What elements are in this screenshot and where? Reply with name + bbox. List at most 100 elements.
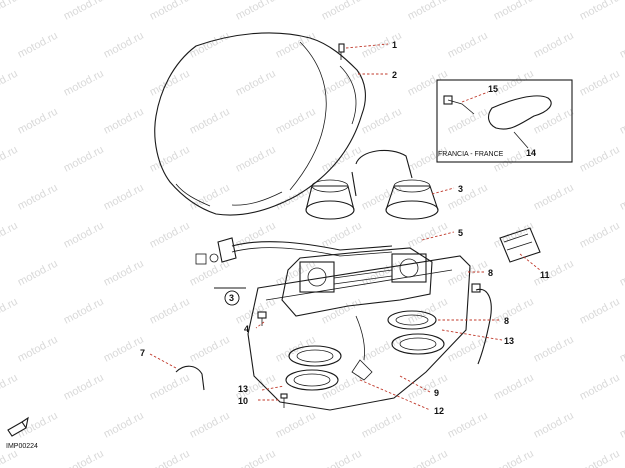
watermark-text: motod.ru — [148, 220, 192, 251]
callout-13-right: 13 — [504, 336, 514, 346]
callout-7: 7 — [140, 348, 145, 358]
watermark-text: motod.ru — [578, 448, 622, 468]
watermark-text: motod.ru — [320, 144, 364, 175]
callout-1: 1 — [392, 40, 397, 50]
watermark-text: motod.ru — [618, 334, 625, 365]
watermark-text: motod.ru — [148, 0, 192, 23]
watermark-text: motod.ru — [618, 258, 625, 289]
intake-bellows — [305, 149, 439, 220]
callout-4: 4 — [244, 324, 249, 334]
watermark-text: motod.ru — [234, 68, 278, 99]
watermark-text: motod.ru — [0, 68, 20, 99]
watermark-text: motod.ru — [320, 296, 364, 327]
watermark-text: motod.ru — [234, 144, 278, 175]
callout-8-bottom: 8 — [504, 316, 509, 326]
watermark-text: motod.ru — [188, 258, 232, 289]
callout-3-circle — [224, 290, 240, 306]
inset-label: FRANCIA - FRANCE — [438, 151, 504, 158]
watermark-text: motod.ru — [406, 144, 450, 175]
callout-11: 11 — [540, 270, 550, 280]
watermark-text: motod.ru — [62, 144, 106, 175]
inset-france — [436, 79, 573, 163]
watermark-text: motod.ru — [16, 30, 60, 61]
watermark-text: motod.ru — [148, 448, 192, 468]
watermark-text: motod.ru — [62, 372, 106, 403]
callout-3-circled: 3 — [229, 293, 234, 303]
watermark-text: motod.ru — [532, 410, 576, 441]
watermark-text: motod.ru — [234, 220, 278, 251]
watermark-text: motod.ru — [578, 68, 622, 99]
watermark-text: motod.ru — [618, 30, 625, 61]
callout-labels: 1 2 3 5 8 11 8 13 9 12 4 7 13 10 15 14 3 — [140, 40, 550, 416]
watermark-text: motod.ru — [102, 258, 146, 289]
watermark-text: motod.ru — [62, 0, 106, 23]
watermark-text: motod.ru — [16, 106, 60, 137]
diagram-code: IMP00224 — [6, 443, 38, 450]
watermark-text: motod.ru — [0, 372, 20, 403]
callout-10: 10 — [238, 396, 248, 406]
callout-14: 14 — [526, 148, 536, 158]
watermark-text: motod.ru — [320, 68, 364, 99]
watermark-text: motod.ru — [320, 0, 364, 23]
watermark-text: motod.ru — [532, 258, 576, 289]
breather-hose — [217, 237, 393, 263]
callout-8-top: 8 — [488, 268, 493, 278]
callout-15: 15 — [488, 84, 498, 94]
watermark-text: motod.ru — [532, 30, 576, 61]
watermark-text: motod.ru — [492, 296, 536, 327]
watermark-text: motod.ru — [0, 144, 20, 175]
watermark-text: motod.ru — [188, 30, 232, 61]
watermark-text: motod.ru — [618, 106, 625, 137]
watermark-text: motod.ru — [492, 448, 536, 468]
airbox-cover — [154, 32, 366, 216]
watermark-text: motod.ru — [446, 410, 490, 441]
watermark-text: motod.ru — [102, 182, 146, 213]
callout-12: 12 — [434, 406, 444, 416]
watermark-text: motod.ru — [578, 296, 622, 327]
callout-3: 3 — [458, 184, 463, 194]
watermark-text: motod.ru — [492, 68, 536, 99]
watermark-text: motod.ru — [0, 0, 20, 23]
watermark-text: motod.ru — [16, 258, 60, 289]
watermark-text: motod.ru — [360, 410, 404, 441]
watermark-text: motod.ru — [62, 448, 106, 468]
callout-9: 9 — [434, 388, 439, 398]
watermark-text: motod.ru — [274, 410, 318, 441]
watermark-text: motod.ru — [578, 220, 622, 251]
watermark-text: motod.ru — [532, 106, 576, 137]
watermark-text: motod.ru — [234, 0, 278, 23]
watermark-text: motod.ru — [274, 106, 318, 137]
watermark-text: motod.ru — [62, 68, 106, 99]
watermark-text: motod.ru — [148, 68, 192, 99]
callout-2: 2 — [392, 70, 397, 80]
watermark-text: motod.ru — [406, 372, 450, 403]
watermark-text: motod.ru — [532, 334, 576, 365]
watermark-text: motod.ru — [102, 106, 146, 137]
watermark-text: motod.ru — [360, 30, 404, 61]
watermark-text: motod.ru — [492, 372, 536, 403]
watermark-text: motod.ru — [578, 144, 622, 175]
watermark-text: motod.ru — [188, 334, 232, 365]
watermark-text: motod.ru — [578, 0, 622, 23]
watermark-text: motod.ru — [16, 334, 60, 365]
watermark-text: motod.ru — [446, 258, 490, 289]
watermark-text: motod.ru — [578, 372, 622, 403]
watermark-text: motod.ru — [618, 182, 625, 213]
screw-part-1 — [338, 43, 345, 60]
watermark-text: motod.ru — [492, 0, 536, 23]
watermark-text: motod.ru — [0, 448, 20, 468]
watermark-text: motod.ru — [102, 410, 146, 441]
watermark-text: motod.ru — [446, 30, 490, 61]
throttle-body-assembly — [281, 247, 433, 317]
watermark-text: motod.ru — [188, 410, 232, 441]
watermark-text: motod.ru — [62, 296, 106, 327]
watermark-text: motod.ru — [0, 296, 20, 327]
watermark-text: motod.ru — [406, 448, 450, 468]
watermark-text: motod.ru — [406, 220, 450, 251]
watermark-text: motod.ru — [406, 0, 450, 23]
bolt-part-4 — [257, 311, 267, 326]
watermark-text: motod.ru — [446, 106, 490, 137]
watermark-text: motod.ru — [62, 220, 106, 251]
